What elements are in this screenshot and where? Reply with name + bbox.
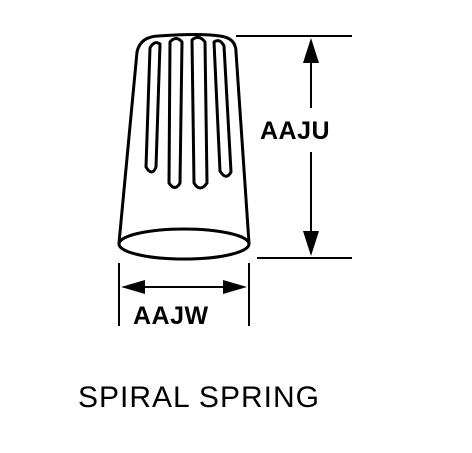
width-dimension <box>118 263 250 326</box>
arrowhead-down <box>303 231 319 256</box>
connector-rib <box>212 39 233 178</box>
arrowhead-up <box>303 38 319 63</box>
connector-rib <box>190 35 209 190</box>
connector-base-ellipse <box>117 227 251 261</box>
diagram-caption: SPIRAL SPRING <box>78 381 320 414</box>
height-dimension <box>236 35 352 259</box>
connector-rib <box>167 37 184 189</box>
arrowhead-left <box>121 280 145 294</box>
connector-rib <box>144 41 162 174</box>
height-dimension-label: AAJU <box>260 117 330 145</box>
width-dimension-label: AAJW <box>133 302 209 330</box>
connector-body-outline <box>117 33 251 245</box>
wire-connector-drawing <box>117 33 251 261</box>
arrowhead-right <box>223 280 247 294</box>
